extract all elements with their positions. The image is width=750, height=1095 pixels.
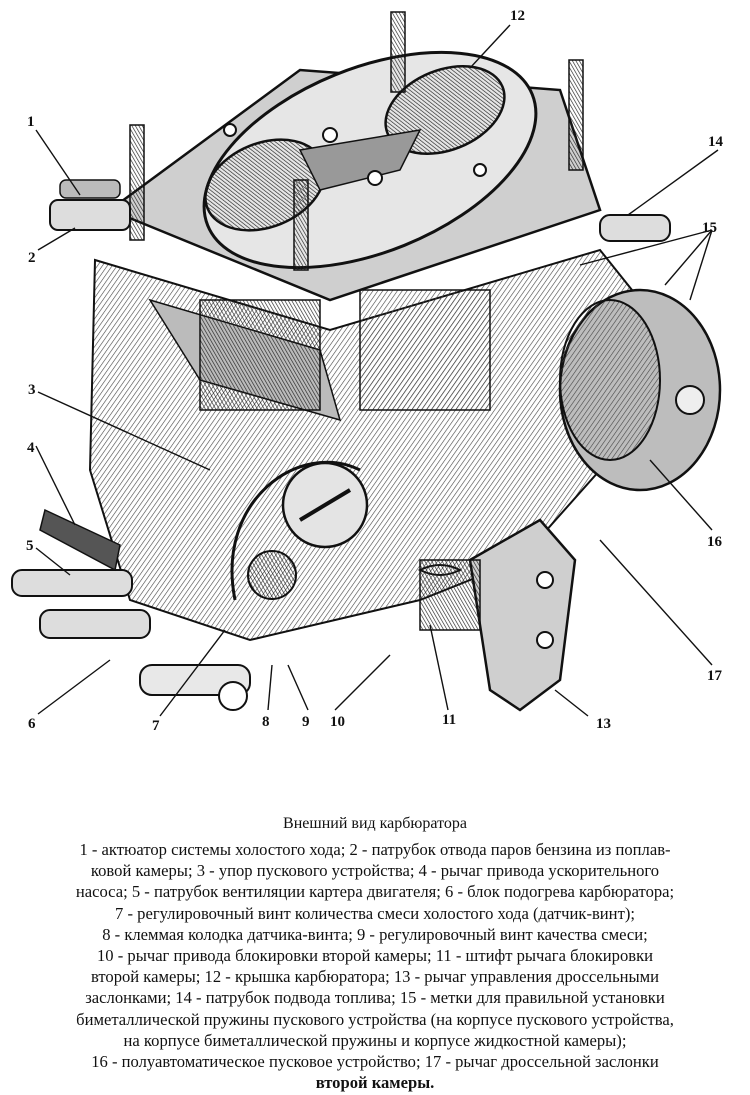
callout-15: 15 (702, 220, 717, 236)
callout-2: 2 (28, 250, 36, 266)
callout-1: 1 (27, 114, 35, 130)
caption-line: 7 - регулировочный винт количества смеси… (115, 903, 635, 923)
callout-16: 16 (707, 534, 723, 550)
carburetor-illustration: 1 2 3 4 5 6 7 8 9 10 11 12 13 14 15 16 1… (11, 8, 724, 734)
accelerator-pump-lever (39, 508, 121, 572)
fuel-inlet-pipe (599, 214, 671, 242)
caption-line: насоса; 5 - патрубок вентиляции картера … (75, 882, 675, 902)
left-fittings (49, 179, 131, 231)
callout-8: 8 (262, 714, 270, 730)
callout-3: 3 (28, 382, 36, 398)
leader-lines (35, 24, 719, 717)
caption-line: заслонками; 14 - патрубок подвода топлив… (85, 988, 665, 1008)
figure-caption: Внешний вид карбюратора 1 - актюатор сис… (0, 815, 750, 1093)
caption-title: Внешний вид карбюратора (283, 815, 467, 832)
callout-7: 7 (152, 718, 160, 734)
caption-line: 1 - актюатор системы холостого хода; 2 -… (79, 840, 671, 859)
callout-6: 6 (28, 716, 36, 732)
caption-line: второй камеры; 12 - крышка карбюратора; … (90, 967, 660, 987)
caption-line: второй камеры. (315, 1073, 435, 1093)
starter-device (558, 288, 722, 492)
caption-line: биметаллической пружины пускового устрой… (76, 1009, 674, 1029)
callout-5: 5 (26, 538, 34, 554)
callout-9: 9 (302, 714, 310, 730)
carburetor-cover (107, 50, 602, 302)
callout-14: 14 (708, 134, 724, 150)
callout-17: 17 (707, 668, 723, 684)
callout-11: 11 (442, 712, 456, 728)
caption-line: 8 - клеммая колодка датчика-винта; 9 - р… (102, 924, 648, 944)
callout-13: 13 (596, 716, 611, 732)
idle-screw-assembly (230, 460, 369, 601)
callout-4: 4 (27, 440, 35, 456)
callout-12: 12 (510, 8, 525, 24)
throttle-lever-plate (417, 518, 577, 712)
caption-legend: 1 - актюатор системы холостого хода; 2 -… (0, 839, 750, 1093)
carburetor-drawing: 1 2 3 4 5 6 7 8 9 10 11 12 13 14 15 16 1… (11, 8, 724, 734)
callout-10: 10 (330, 714, 345, 730)
caption-line: 16 - полуавтоматическое пусковое устройс… (91, 1052, 659, 1072)
caption-line: 10 - рычаг привода блокировки второй кам… (96, 946, 654, 966)
callout-labels: 1 2 3 4 5 6 7 8 9 10 11 12 13 14 15 16 1… (26, 8, 724, 734)
caption-line: ковой камеры; 3 - упор пускового устройс… (90, 861, 660, 881)
cover-studs (129, 11, 584, 271)
caption-line: на корпусе биметаллической пружины и кор… (123, 1030, 627, 1050)
heater-pipes (11, 569, 251, 711)
